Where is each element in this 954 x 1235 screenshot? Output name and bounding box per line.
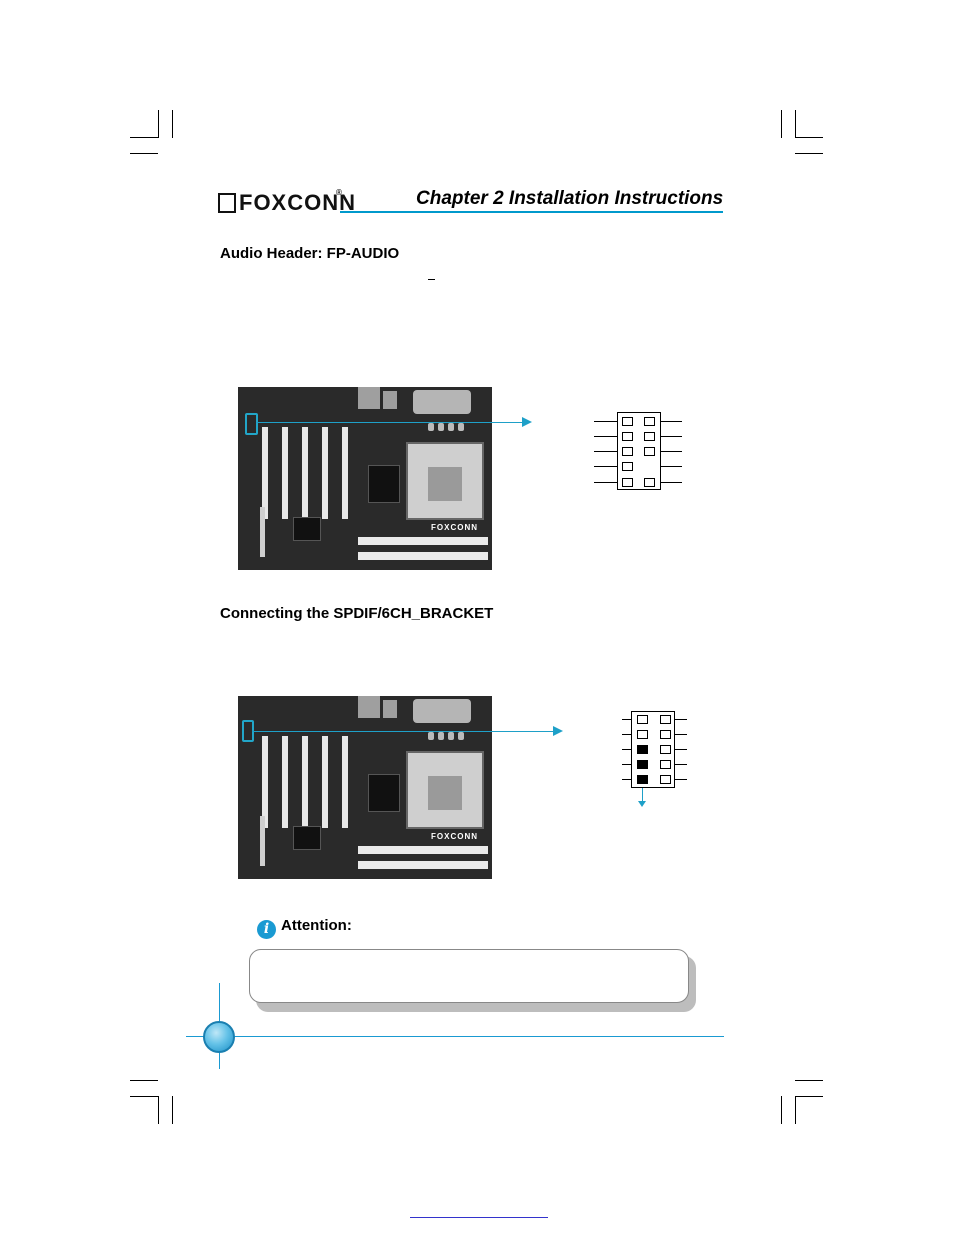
crop-mark: [795, 1096, 823, 1097]
crop-mark: [781, 110, 782, 138]
crop-mark: [158, 110, 159, 138]
board-brand: FOXCONN: [431, 832, 478, 841]
crop-mark: [172, 110, 173, 138]
logo-text: FOXCONN: [239, 190, 356, 215]
crop-mark: [158, 1096, 159, 1124]
arrow-head-icon: [522, 417, 532, 427]
info-icon: i: [257, 920, 276, 939]
attention-label-row: i Attention:: [257, 917, 352, 939]
pointer-arrow: [252, 731, 554, 732]
crop-mark: [130, 137, 158, 138]
attention-note-box: [249, 949, 689, 1003]
link-underline: [410, 1217, 548, 1218]
connector-highlight: [245, 413, 258, 435]
footer-rule: [186, 1036, 724, 1037]
crop-mark: [795, 153, 823, 154]
crop-mark: [130, 153, 158, 154]
crop-mark: [795, 110, 796, 138]
header-rule: [340, 211, 723, 213]
crop-mark: [130, 1080, 158, 1081]
crop-mark: [130, 1096, 158, 1097]
section-heading-fp-audio: Audio Header: FP-AUDIO: [220, 245, 400, 262]
registered-icon: ®: [336, 188, 343, 197]
board-brand: FOXCONN: [431, 523, 478, 532]
crop-mark: [795, 137, 823, 138]
text-mark: [428, 279, 435, 280]
arrow-down-icon: [638, 801, 646, 807]
motherboard-image: FOXCONN: [238, 387, 492, 570]
crop-mark: [781, 1096, 782, 1124]
pointer-arrow: [256, 422, 522, 423]
brand-logo: FOXCONN ®: [218, 188, 356, 216]
attention-label: Attention:: [281, 917, 352, 934]
arrow-head-icon: [553, 726, 563, 736]
logo-mark-icon: [218, 193, 236, 213]
crop-mark: [795, 1096, 796, 1124]
pin-arrow: [642, 788, 643, 802]
crop-mark: [795, 1080, 823, 1081]
section-heading-spdif: Connecting the SPDIF/6CH_BRACKET: [220, 605, 494, 622]
chapter-title: Chapter 2 Installation Instructions: [416, 188, 724, 209]
crop-mark: [172, 1096, 173, 1124]
page-badge-icon: [203, 1021, 235, 1053]
motherboard-image: FOXCONN: [238, 696, 492, 879]
